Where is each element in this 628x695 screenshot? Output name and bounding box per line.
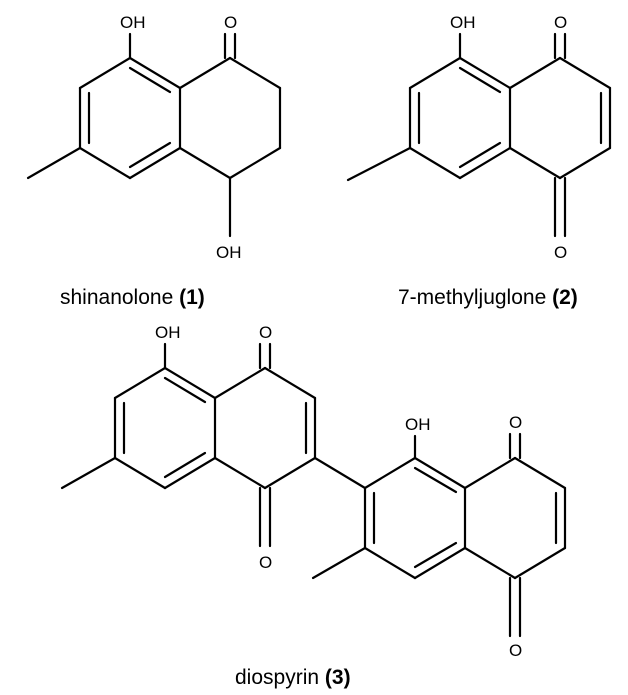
caption-diospyrin: diospyrin (3): [235, 666, 351, 690]
atom-oh-bottom: OH: [216, 243, 242, 262]
compound-number: (1): [179, 286, 205, 309]
atom-oh-right: OH: [405, 415, 431, 434]
atom-o-top: O: [224, 13, 237, 32]
compound-name: shinanolone: [60, 286, 174, 309]
atom-o-bottom: O: [554, 243, 567, 262]
molecule-diospyrin: OH O O OH O O: [60, 323, 567, 660]
molecule-7-methyljuglone: OH O O: [346, 13, 612, 262]
atom-o-left-bottom: O: [259, 553, 272, 572]
atom-oh-top: OH: [120, 13, 146, 32]
atom-o-right-bottom: O: [509, 641, 522, 660]
atom-oh-left: OH: [155, 323, 181, 342]
molecule-shinanolone: OH O OH: [26, 13, 282, 262]
atom-o-left-top: O: [259, 323, 272, 342]
compound-name: 7-methyljuglone: [398, 286, 547, 309]
atom-oh-top: OH: [450, 13, 476, 32]
compound-number: (3): [324, 666, 351, 689]
compound-number: (2): [552, 286, 578, 309]
caption-7-methyljuglone: 7-methyljuglone (2): [398, 286, 578, 310]
caption-shinanolone: shinanolone (1): [60, 286, 205, 310]
compound-name: diospyrin: [235, 666, 320, 689]
atom-o-right-top: O: [509, 413, 522, 432]
atom-o-top: O: [554, 13, 567, 32]
